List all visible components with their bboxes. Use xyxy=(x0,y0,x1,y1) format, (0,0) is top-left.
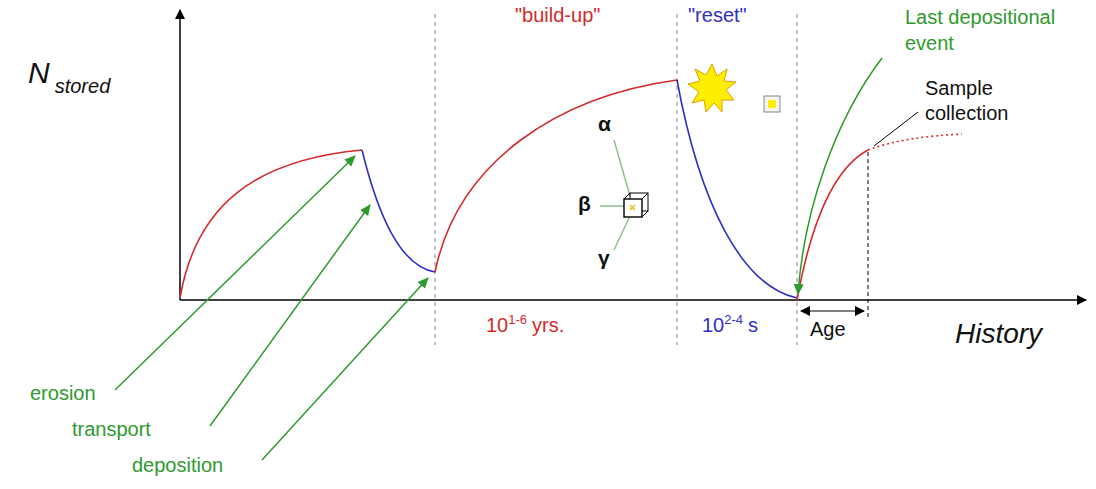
pointer-arrow xyxy=(798,58,882,294)
x-axis xyxy=(180,299,1086,301)
pointer-arrow xyxy=(115,156,355,390)
divider xyxy=(435,14,436,345)
axis-title: History xyxy=(955,318,1042,350)
text-group: Last depositional event xyxy=(905,4,1085,56)
pointer-arrow xyxy=(210,205,370,426)
text-group: α xyxy=(598,112,611,136)
pointer-arrow xyxy=(262,278,428,460)
y-axis xyxy=(179,10,181,300)
phase-label: "reset" xyxy=(688,4,747,27)
radiation-symbol: β xyxy=(578,192,591,216)
text-group: Age xyxy=(810,318,846,341)
text-group: deposition xyxy=(132,454,223,477)
sun-symbol xyxy=(688,64,736,112)
grain-cube xyxy=(624,193,648,217)
age-span xyxy=(801,311,864,312)
duration-unit: yrs. xyxy=(532,314,564,337)
radiation-ray xyxy=(614,140,630,196)
radiation-symbol: γ xyxy=(598,246,610,270)
duration-base: 10 xyxy=(486,314,508,337)
text-group: γ xyxy=(598,246,610,270)
process-label: erosion xyxy=(30,382,96,405)
process-label: transport xyxy=(72,418,151,441)
duration-exponent: 2-4 xyxy=(724,312,743,327)
bleached-grain xyxy=(764,96,780,112)
annotation: Sample collection xyxy=(925,76,1035,126)
axis-subscript: stored xyxy=(55,75,111,98)
reset-curve xyxy=(362,150,435,272)
phase-label: "build-up" xyxy=(515,4,600,27)
text-group: Sample collection xyxy=(925,76,1035,126)
radiation-symbol: α xyxy=(598,112,611,136)
sample-line xyxy=(868,152,869,320)
text-group: 101-6 yrs. xyxy=(486,314,564,337)
projected-curve xyxy=(868,134,962,150)
text-group: History xyxy=(955,318,1042,350)
reset-curve xyxy=(677,80,797,298)
build-up-curve xyxy=(435,80,677,272)
text-group: transport xyxy=(72,418,151,441)
text-group: β xyxy=(578,192,591,216)
build-up-curve xyxy=(180,150,362,298)
text-group: Nstored xyxy=(28,56,110,90)
duration-unit: s xyxy=(748,314,758,337)
text-group: "reset" xyxy=(688,4,747,27)
axis-annotation: Age xyxy=(810,318,846,341)
radiation-ray xyxy=(600,205,624,207)
axis-symbol: N xyxy=(28,56,50,90)
text-group: 102-4 s xyxy=(702,314,758,337)
duration-base: 10 xyxy=(702,314,724,337)
leader-line xyxy=(874,112,918,146)
text-group: "build-up" xyxy=(515,4,600,27)
divider xyxy=(677,14,678,345)
text-group: erosion xyxy=(30,382,96,405)
radiation-ray xyxy=(614,216,630,250)
annotation: Last depositional event xyxy=(905,4,1085,56)
duration-exponent: 1-6 xyxy=(508,312,527,327)
process-label: deposition xyxy=(132,454,223,477)
